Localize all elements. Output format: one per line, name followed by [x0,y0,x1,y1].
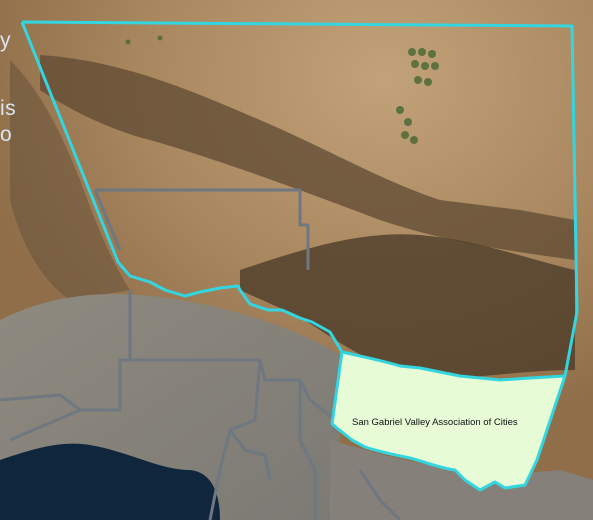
mountain-range-north [40,55,575,260]
slide-text-fragment-1: y [0,29,11,52]
sgv-region [330,350,567,492]
slide-text-fragment-3: o [0,123,13,146]
subregion-boundaries [0,188,402,520]
slide-text-fragment-2: is [0,97,17,120]
urban-basin-east [330,440,593,520]
mountain-range-west [10,60,130,300]
mountain-range-south [240,234,575,379]
agricultural-fields [125,35,439,144]
county-outline [20,20,579,377]
sgv-region-label: San Gabriel Valley Association of Cities [352,417,518,428]
ocean [0,443,220,520]
